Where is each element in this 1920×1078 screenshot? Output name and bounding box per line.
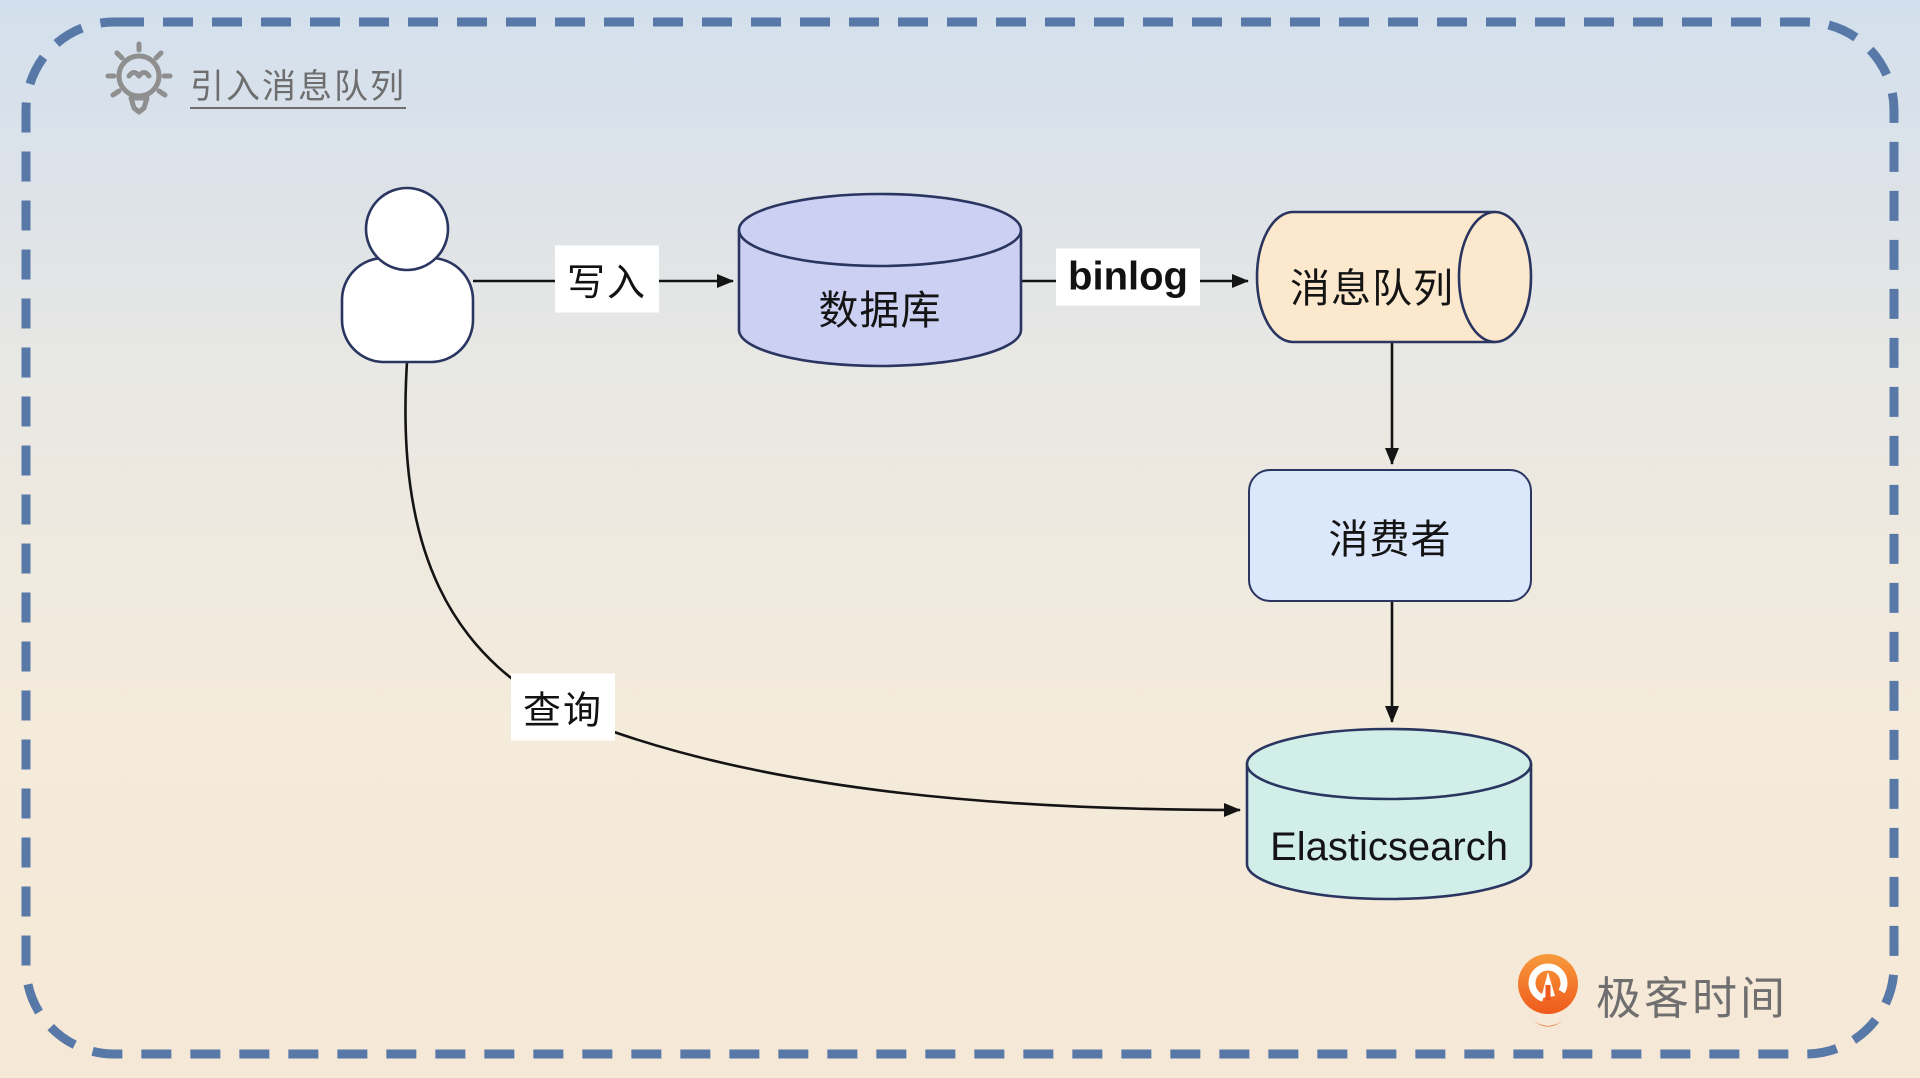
node-database: 数据库 (737, 192, 1023, 368)
node-elasticsearch-label: Elasticsearch (1270, 825, 1508, 869)
node-consumer: 消费者 (1248, 469, 1532, 602)
lightbulb-icon (105, 41, 173, 115)
node-elasticsearch: Elasticsearch (1245, 727, 1533, 901)
diagram-title: 引入消息队列 (104, 40, 406, 126)
geektime-watermark-text: 极客时间 (1596, 972, 1789, 1024)
node-consumer-label: 消费者 (1328, 517, 1452, 562)
elasticsearch-cylinder-shape (1245, 727, 1533, 901)
node-database-label: 数据库 (818, 289, 942, 333)
edge-write-label: 写入 (554, 245, 660, 313)
geektime-watermark: 极客时间 (1514, 952, 1788, 1036)
edge-query-curve (404, 361, 1241, 817)
edge-binlog-label: binlog (1056, 248, 1200, 306)
node-user (340, 186, 475, 364)
node-message-queue-label: 消息队列 (1290, 267, 1454, 311)
database-cylinder-shape (737, 192, 1023, 368)
diagram-title-text: 引入消息队列 (190, 67, 406, 106)
node-message-queue: 消息队列 (1252, 210, 1533, 344)
edge-query-label: 查询 (510, 673, 616, 741)
geektime-logo (1518, 954, 1578, 1027)
message-queue-cylinder-shape (1255, 210, 1533, 344)
